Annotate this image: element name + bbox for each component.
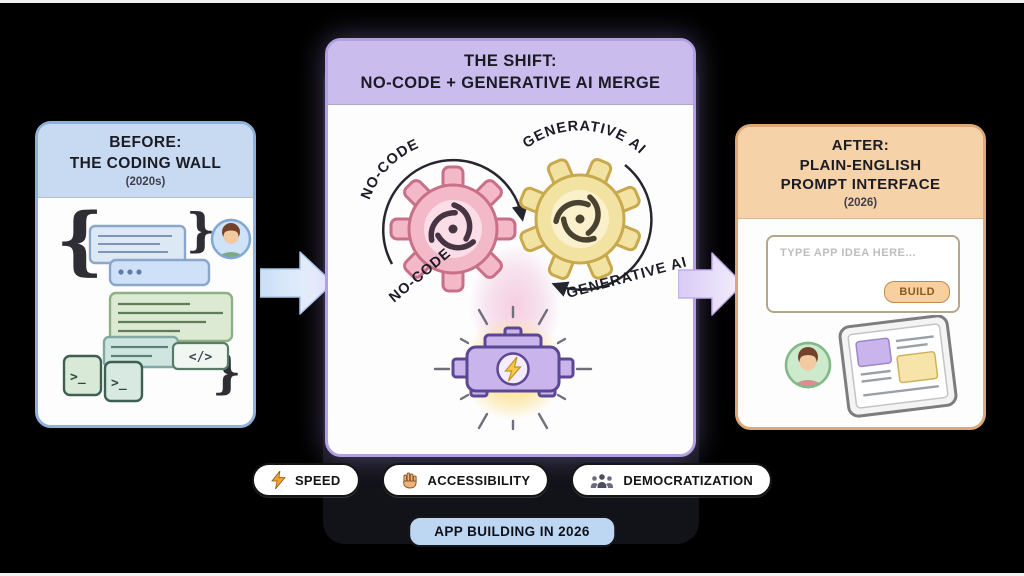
after-header: AFTER: PLAIN-ENGLISH PROMPT INTERFACE (2… [738,127,983,219]
after-title-line2: PLAIN-ENGLISH [799,156,922,174]
badge-speed: SPEED [251,463,360,497]
bottom-edge-line [0,573,1024,576]
prompt-input[interactable]: TYPE APP IDEA HERE... BUILD [766,235,960,313]
terminal-icon: >_ [62,354,103,397]
badge-democratization: DEMOCRATIZATION [571,463,773,497]
terminal-prompt-label: >_ [70,370,86,385]
gear-generative-ai-icon [519,158,641,280]
arrow-shift-to-after-icon [678,252,744,316]
before-header: BEFORE: THE CODING WALL (2020s) [38,124,253,198]
gear-no-code-icon [389,165,517,293]
engine-burst-rays [433,305,593,431]
lightning-bolt-icon [504,356,522,382]
before-era: (2020s) [125,175,166,188]
after-title-line3: PROMPT INTERFACE [780,176,941,194]
footer-title: APP BUILDING IN 2026 [408,516,616,547]
ai-engine-icon [433,305,593,431]
benefit-badges: SPEED ACCESSIBILITY [251,463,773,497]
user-avatar [784,341,832,389]
panel-shift: THE SHIFT: NO-CODE + GENERATIVE AI MERGE [325,38,696,457]
before-illustration: { } } [56,200,252,403]
terminal-icon-2: >_ [103,360,144,403]
people-icon [591,473,614,488]
close-brace-glyph: } [186,203,216,257]
after-illustration [784,315,958,418]
lightning-icon [271,471,286,489]
badge-speed-label: SPEED [294,472,341,488]
terminal-prompt-label-2: >_ [111,376,127,391]
badge-accessibility-label: ACCESSIBILITY [427,472,531,488]
generative-ai-cycle-arrow-icon [551,164,653,297]
code-tag-label: </> [189,350,213,365]
arrow-before-to-shift-icon [260,251,334,315]
before-title-line2: THE CODING WALL [69,154,222,172]
shift-illustration: NO-CODE NO-CODE GENERATIVE AI GENERATIVE… [358,118,689,431]
developer-avatar [210,218,252,260]
build-button[interactable]: BUILD [884,281,950,303]
shift-title-line2: NO-CODE + GENERATIVE AI MERGE [360,73,661,92]
panel-after: AFTER: PLAIN-ENGLISH PROMPT INTERFACE (2… [735,124,986,430]
after-title-line1: AFTER: [831,136,890,154]
tablet-mockup [838,315,958,418]
badge-democratization-label: DEMOCRATIZATION [623,472,754,488]
shift-title-line1: THE SHIFT: [464,51,557,70]
hand-icon [402,472,417,489]
prompt-placeholder-text: TYPE APP IDEA HERE... [780,247,917,259]
no-code-cycle-arrow-icon [381,158,528,265]
before-title-line1: BEFORE: [109,134,182,152]
label-generative-ai-top: GENERATIVE AI [520,118,649,157]
panel-before: BEFORE: THE CODING WALL (2020s) { } } [35,121,256,428]
shift-header: THE SHIFT: NO-CODE + GENERATIVE AI MERGE [328,41,693,105]
code-tag-chip: </> [171,341,230,371]
badge-accessibility: ACCESSIBILITY [381,463,550,497]
after-era: (2026) [843,197,878,210]
code-editor-stack [88,224,234,369]
top-edge-line [0,0,1024,3]
